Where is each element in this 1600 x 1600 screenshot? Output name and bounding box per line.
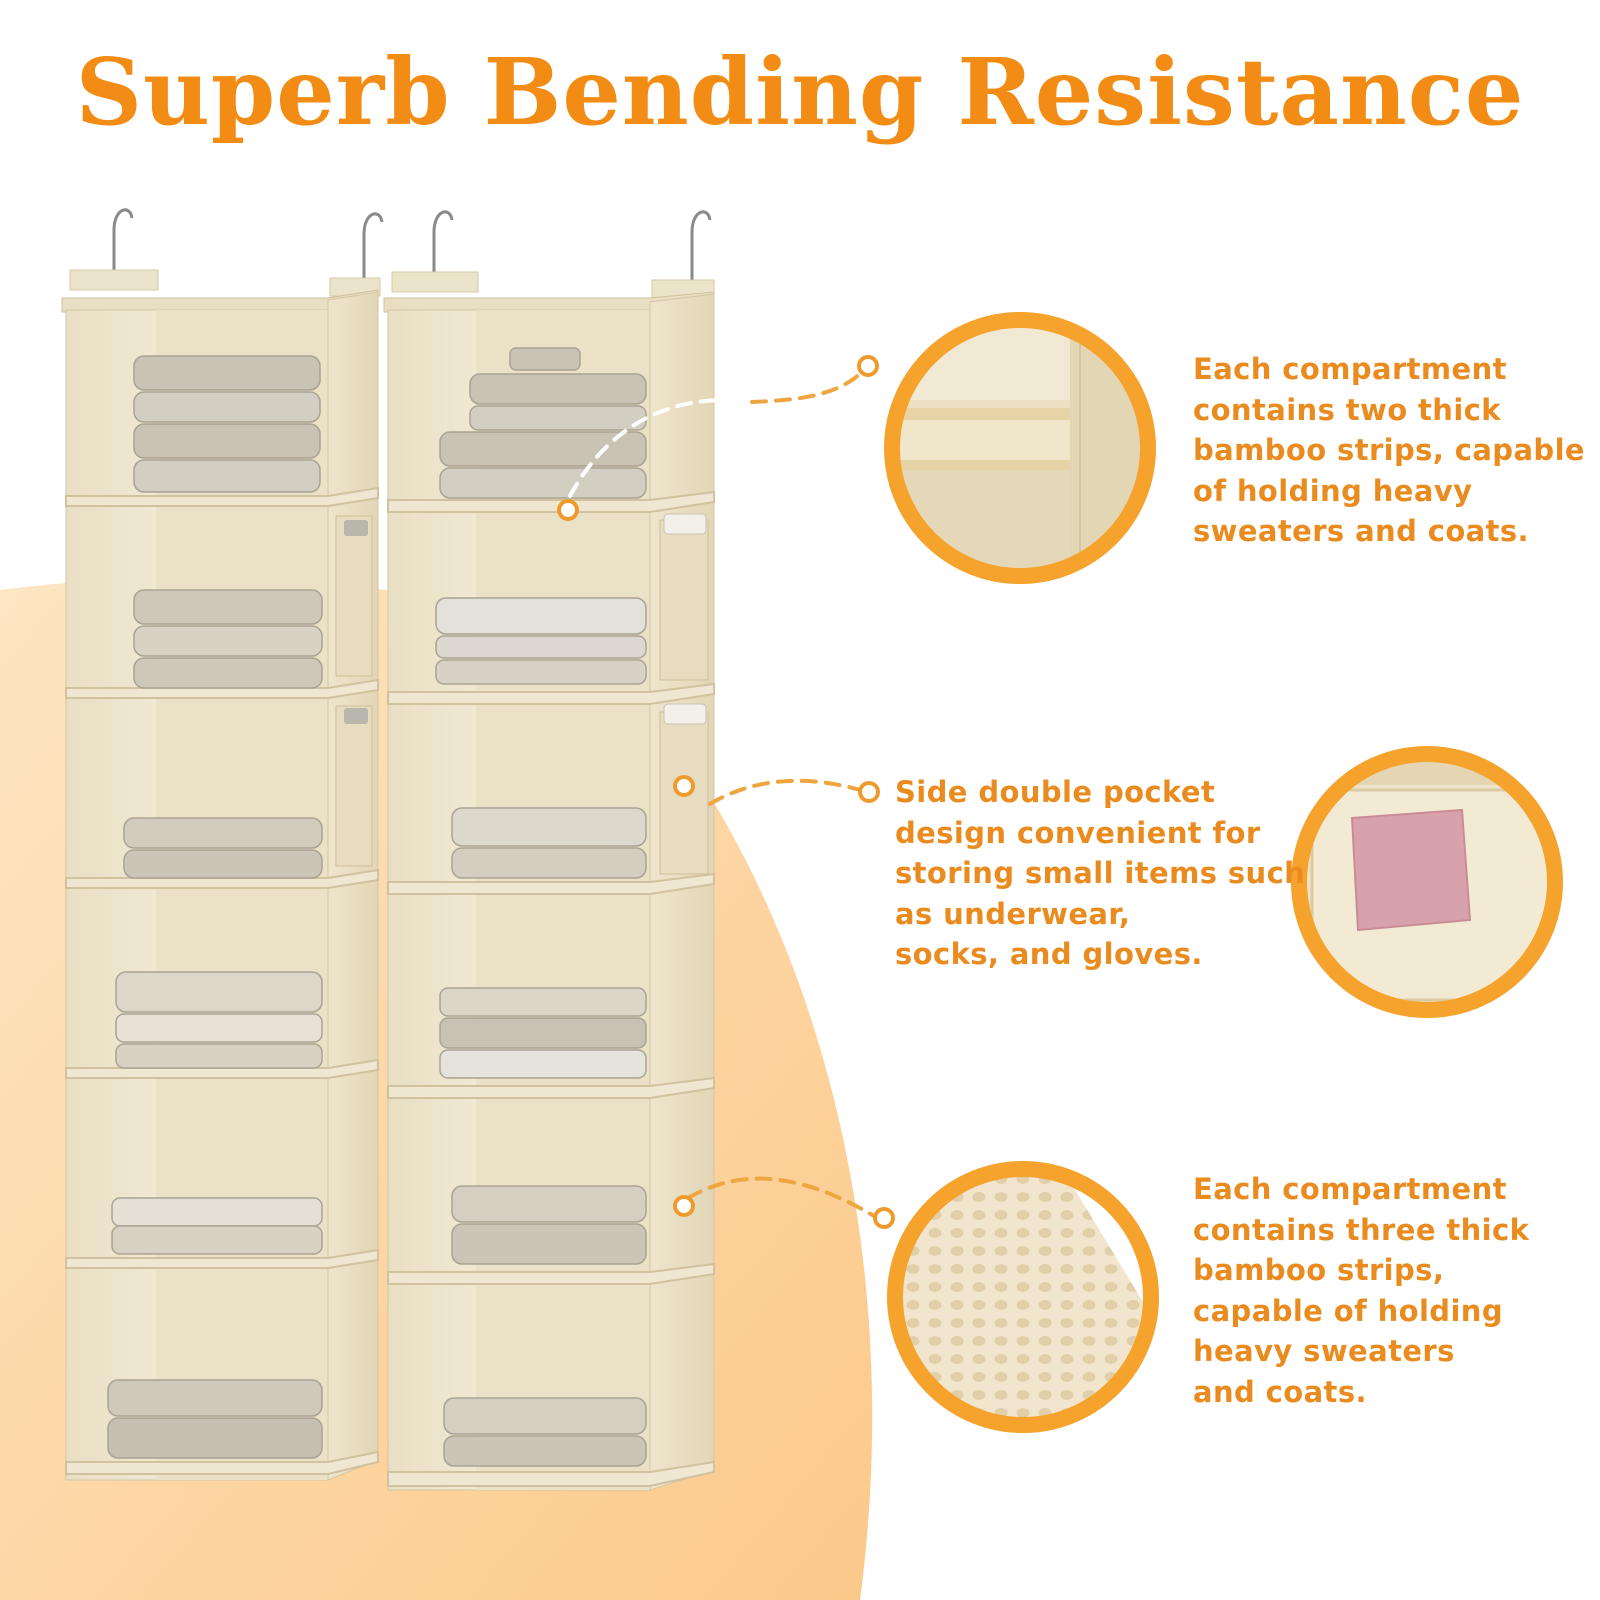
callout-line: contains two thick	[1193, 392, 1501, 427]
callout-dot	[673, 775, 695, 797]
callout-line: storing small items such	[895, 856, 1306, 890]
callout-line: socks, and gloves.	[895, 937, 1203, 971]
callout-line: heavy sweaters	[1193, 1334, 1455, 1368]
callout-line: bamboo strips,	[1193, 1253, 1445, 1287]
connector-line-3	[708, 778, 862, 806]
callout-dot	[857, 355, 879, 377]
callout-dot	[873, 1207, 895, 1229]
callout-bamboo-strips-two: Each compartment contains two thick bamb…	[1193, 349, 1585, 552]
headline: Superb Bending Resistance	[75, 38, 1525, 146]
callout-line: Side double pocket	[895, 775, 1216, 809]
callout-line: sweaters and coats.	[1193, 514, 1529, 548]
callout-line: Each compartment	[1193, 352, 1507, 386]
zoom-circle-side-pocket	[1291, 746, 1563, 1018]
connector-line-1	[750, 366, 868, 404]
callout-line: design convenient for	[895, 815, 1261, 850]
callout-dot	[673, 1195, 695, 1217]
callout-line: bamboo strips, capable	[1193, 433, 1586, 467]
left-organizer	[61, 208, 384, 1481]
connector-line-4	[686, 1176, 876, 1218]
callout-bamboo-strips-three: Each compartment contains three thick ba…	[1193, 1169, 1529, 1412]
callout-side-pocket: Side double pocket design convenient for…	[895, 772, 1305, 975]
callout-dot	[557, 499, 579, 521]
callout-dot	[858, 781, 880, 803]
callout-line: and coats.	[1193, 1374, 1367, 1409]
hanger-hook-icon	[112, 208, 384, 290]
callout-line: of holding heavy	[1193, 473, 1473, 508]
zoom-circle-shelf-strips	[884, 312, 1156, 584]
zoom-circle-mesh-fabric	[887, 1161, 1159, 1433]
hanger-hook-icon	[432, 210, 712, 292]
callout-line: contains three thick	[1193, 1212, 1530, 1247]
callout-line: capable of holding	[1193, 1293, 1504, 1328]
callout-line: as underwear,	[895, 896, 1131, 931]
right-organizer	[383, 210, 715, 1491]
callout-line: Each compartment	[1193, 1172, 1507, 1206]
connector-line-2	[568, 398, 722, 498]
